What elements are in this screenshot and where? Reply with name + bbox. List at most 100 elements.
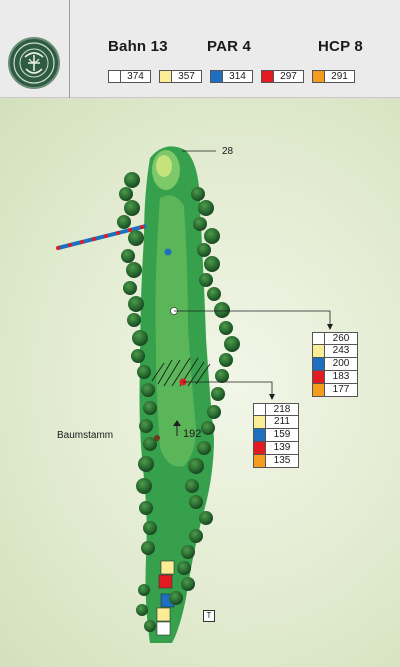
tree (207, 287, 221, 301)
distance: 177 (325, 384, 358, 397)
swatch (253, 442, 266, 455)
fairway (155, 195, 196, 467)
tree (124, 200, 140, 216)
green-depth-label: 28 (222, 146, 234, 157)
tree (143, 437, 157, 451)
tee-marker-icon: T (203, 610, 215, 622)
tree (219, 353, 233, 367)
hole-par: PAR 4 (207, 38, 252, 55)
tree (197, 243, 211, 257)
tee-orange: 291 (312, 70, 355, 83)
swatch (312, 332, 325, 345)
tree (128, 230, 144, 246)
tree (123, 281, 137, 295)
tree-trunk-marker (154, 435, 160, 441)
hole-map-drawing (56, 146, 333, 643)
tee-yellow-length: 357 (172, 70, 202, 83)
tree (139, 419, 153, 433)
tee-blue-length: 314 (223, 70, 253, 83)
tee-orange-length: 291 (325, 70, 355, 83)
tee-box-red (158, 574, 173, 589)
blue-marker (164, 248, 172, 256)
tree (138, 584, 150, 596)
tree (188, 458, 204, 474)
tree (204, 256, 220, 272)
tree (198, 200, 214, 216)
distance: 139 (266, 442, 299, 455)
tree (214, 302, 230, 318)
tree (215, 369, 229, 383)
tree (207, 405, 221, 419)
tee-blue-swatch (210, 70, 223, 83)
tree (137, 365, 151, 379)
tee-yellow-swatch (159, 70, 172, 83)
tee-box-yellow-2 (156, 607, 171, 622)
distance: 260 (325, 332, 358, 345)
upper-marker-leader (174, 310, 331, 326)
tree (177, 561, 191, 575)
tee-orange-swatch (312, 70, 325, 83)
tee-red: 297 (261, 70, 304, 83)
tree (143, 401, 157, 415)
lower-marker-leader (183, 381, 273, 396)
distance: 243 (325, 345, 358, 358)
distance: 218 (266, 403, 299, 416)
tree (185, 479, 199, 493)
tree (197, 441, 211, 455)
tee-white-swatch (108, 70, 121, 83)
tree (138, 456, 154, 472)
green-center (156, 155, 172, 177)
swatch (253, 429, 266, 442)
tree (201, 421, 215, 435)
tree (132, 330, 148, 346)
tree (117, 215, 131, 229)
tee-box-white (156, 621, 171, 636)
tree (144, 620, 156, 632)
tee-yellow: 357 (159, 70, 202, 83)
tree (181, 577, 195, 591)
tree (224, 336, 240, 352)
tree (199, 511, 213, 525)
tree (191, 187, 205, 201)
distance: 159 (266, 429, 299, 442)
tree (211, 387, 225, 401)
tree (141, 383, 155, 397)
swatch (312, 371, 325, 384)
tree (219, 321, 233, 335)
hole-number: Bahn 13 (108, 38, 168, 55)
tree (126, 262, 142, 278)
tree (193, 217, 207, 231)
tree (199, 273, 213, 287)
distance: 183 (325, 371, 358, 384)
trees (117, 172, 240, 632)
out-of-bounds-posts (56, 225, 144, 250)
tree (136, 478, 152, 494)
tree (127, 313, 141, 327)
distance: 211 (266, 416, 299, 429)
tree (181, 545, 195, 559)
distance: 135 (266, 455, 299, 468)
club-logo-icon (8, 37, 60, 89)
swatch (312, 384, 325, 397)
tee-red-length: 297 (274, 70, 304, 83)
hazard-hatching (151, 357, 211, 387)
swatch (253, 416, 266, 429)
tree (169, 591, 183, 605)
upper-marker-distances: 260 243 200 183 177 (312, 332, 358, 397)
tree (141, 541, 155, 555)
hazard-label: Baumstamm (57, 430, 114, 441)
swatch (253, 403, 266, 416)
tree (139, 501, 153, 515)
hole-map[interactable]: 28 260 243 200 183 177 218 211 159 139 1… (0, 98, 400, 667)
tree (136, 604, 148, 616)
hazard-distance: 192 (183, 428, 202, 440)
swatch (312, 345, 325, 358)
tee-white-length: 374 (121, 70, 151, 83)
tee-box-yellow (160, 560, 175, 575)
tree (131, 349, 145, 363)
tee-white: 374 (108, 70, 151, 83)
tree (204, 228, 220, 244)
lower-marker-distances: 218 211 159 139 135 (253, 403, 299, 468)
tree (121, 249, 135, 263)
